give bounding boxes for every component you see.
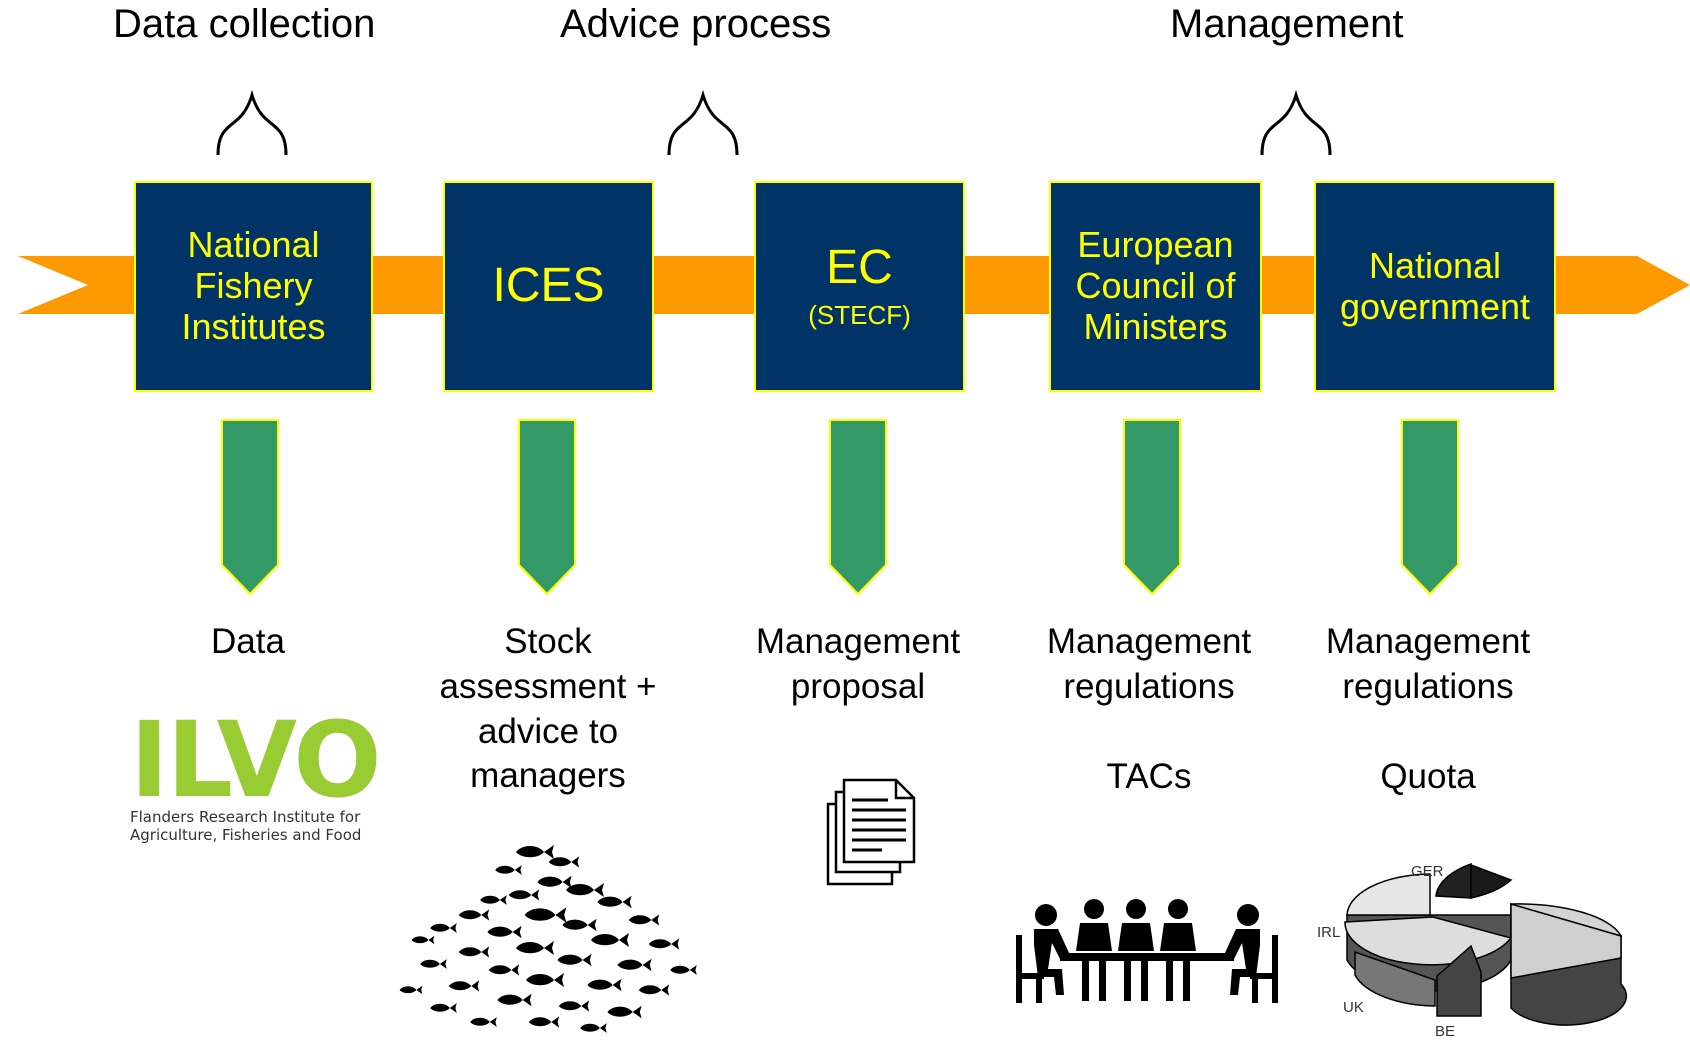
box-label-line: Institutes (181, 305, 326, 347)
output-management-regulations-tacs: Management regulations TACs (1019, 620, 1279, 799)
fish-icon (528, 1016, 560, 1028)
fish-icon (537, 875, 572, 889)
fish-icon (497, 993, 532, 1007)
output-line: Management (1325, 622, 1531, 661)
fish-icon (648, 938, 680, 950)
fish-icon (508, 889, 540, 901)
output-line: proposal (790, 666, 926, 706)
output-line: regulations (1342, 666, 1514, 706)
pie-label-be: BE (1435, 1023, 1455, 1040)
phase-management: Management (1170, 2, 1404, 46)
fish-icon (607, 1005, 642, 1019)
pie-label-ger: GER (1411, 863, 1444, 880)
box-label-line: National (187, 224, 320, 266)
fish-icon (557, 953, 592, 967)
fish-icon (516, 941, 554, 955)
box-ec-stecf: EC (STECF) (754, 181, 965, 392)
output-management-proposal: Management proposal (728, 620, 988, 710)
meeting-table-icon (1016, 899, 1278, 1003)
fish-icon (587, 978, 622, 992)
box-label-line: government (1339, 285, 1531, 327)
box-label-sub: (STECF) (808, 300, 911, 331)
fish-icon (480, 895, 507, 905)
fish-icon (597, 895, 632, 909)
down-arrow-4 (1123, 419, 1181, 596)
pie-label-irl: IRL (1317, 924, 1340, 941)
fish-icon (488, 964, 520, 976)
fish-icon (580, 1023, 607, 1033)
down-arrow-3 (829, 419, 887, 596)
fish-icon (430, 1003, 457, 1013)
ilvo-tagline: Flanders Research Institute for (130, 808, 361, 826)
fish-icon (670, 965, 697, 975)
fish-icon (526, 973, 564, 987)
output-line: Management (755, 622, 961, 661)
fish-icon (591, 933, 629, 947)
pie-label-uk: UK (1343, 999, 1364, 1016)
quota-pie-chart-icon: GER IRL UK BE (1317, 862, 1628, 1040)
fish-icon (430, 923, 457, 933)
document-stack-icon (826, 778, 916, 886)
fish-icon (524, 907, 567, 923)
fish-icon (411, 935, 435, 945)
fish-icon (420, 959, 447, 969)
output-stock-assessment: Stock assessment + advice to managers (418, 620, 678, 799)
output-line: managers (470, 756, 626, 796)
fish-icon (617, 958, 652, 972)
output-line: assessment + (439, 666, 657, 706)
fish-icon (638, 984, 670, 996)
output-data: Data (148, 620, 348, 665)
down-arrow-5 (1401, 419, 1459, 596)
output-line: advice to (477, 711, 619, 751)
ilvo-logo: ILVO Flanders Research Institute for Agr… (130, 699, 390, 844)
box-european-council-of-ministers: European Council of Ministers (1049, 181, 1262, 392)
phase-data-collection: Data collection (113, 2, 376, 46)
output-line: Data (211, 622, 285, 661)
box-national-government: National government (1314, 181, 1556, 392)
output-line: Stock (504, 622, 592, 661)
fish-icon (487, 925, 522, 939)
box-national-fishery-institutes: National Fishery Institutes (134, 181, 373, 392)
fish-icon (399, 985, 423, 995)
fish-icon (516, 845, 554, 859)
output-line: Management (1046, 622, 1252, 661)
box-label-line: National (1368, 244, 1502, 286)
ilvo-tagline: Agriculture, Fisheries and Food (130, 826, 362, 844)
ilvo-wordmark: ILVO (130, 699, 382, 821)
down-arrow-1 (221, 419, 279, 596)
output-management-regulations-quota: Management regulations Quota (1298, 620, 1558, 799)
box-label-line: Ministers (1083, 305, 1228, 347)
output-line: regulations (1063, 666, 1235, 706)
output-extra: Quota (1380, 756, 1476, 796)
down-arrow-2 (518, 419, 576, 596)
fish-icon (558, 1000, 590, 1012)
fish-icon (458, 946, 490, 958)
box-label-line: European (1077, 224, 1234, 266)
box-label-main: EC (826, 241, 893, 295)
output-extra: TACs (1106, 756, 1192, 796)
phase-advice-process: Advice process (560, 2, 832, 46)
box-ices: ICES (443, 181, 654, 392)
fish-icon (548, 856, 580, 868)
fish-school-icon (399, 845, 697, 1033)
fish-icon (470, 1017, 497, 1027)
fish-icon (458, 909, 490, 921)
fish-icon (448, 980, 480, 992)
fish-icon (566, 883, 604, 897)
fish-icon (562, 918, 597, 932)
fish-icon (495, 865, 522, 875)
box-label-line: Fishery (194, 265, 313, 307)
fish-icon (628, 914, 660, 926)
box-label-line: ICES (492, 259, 605, 313)
box-label-line: Council of (1075, 265, 1236, 307)
